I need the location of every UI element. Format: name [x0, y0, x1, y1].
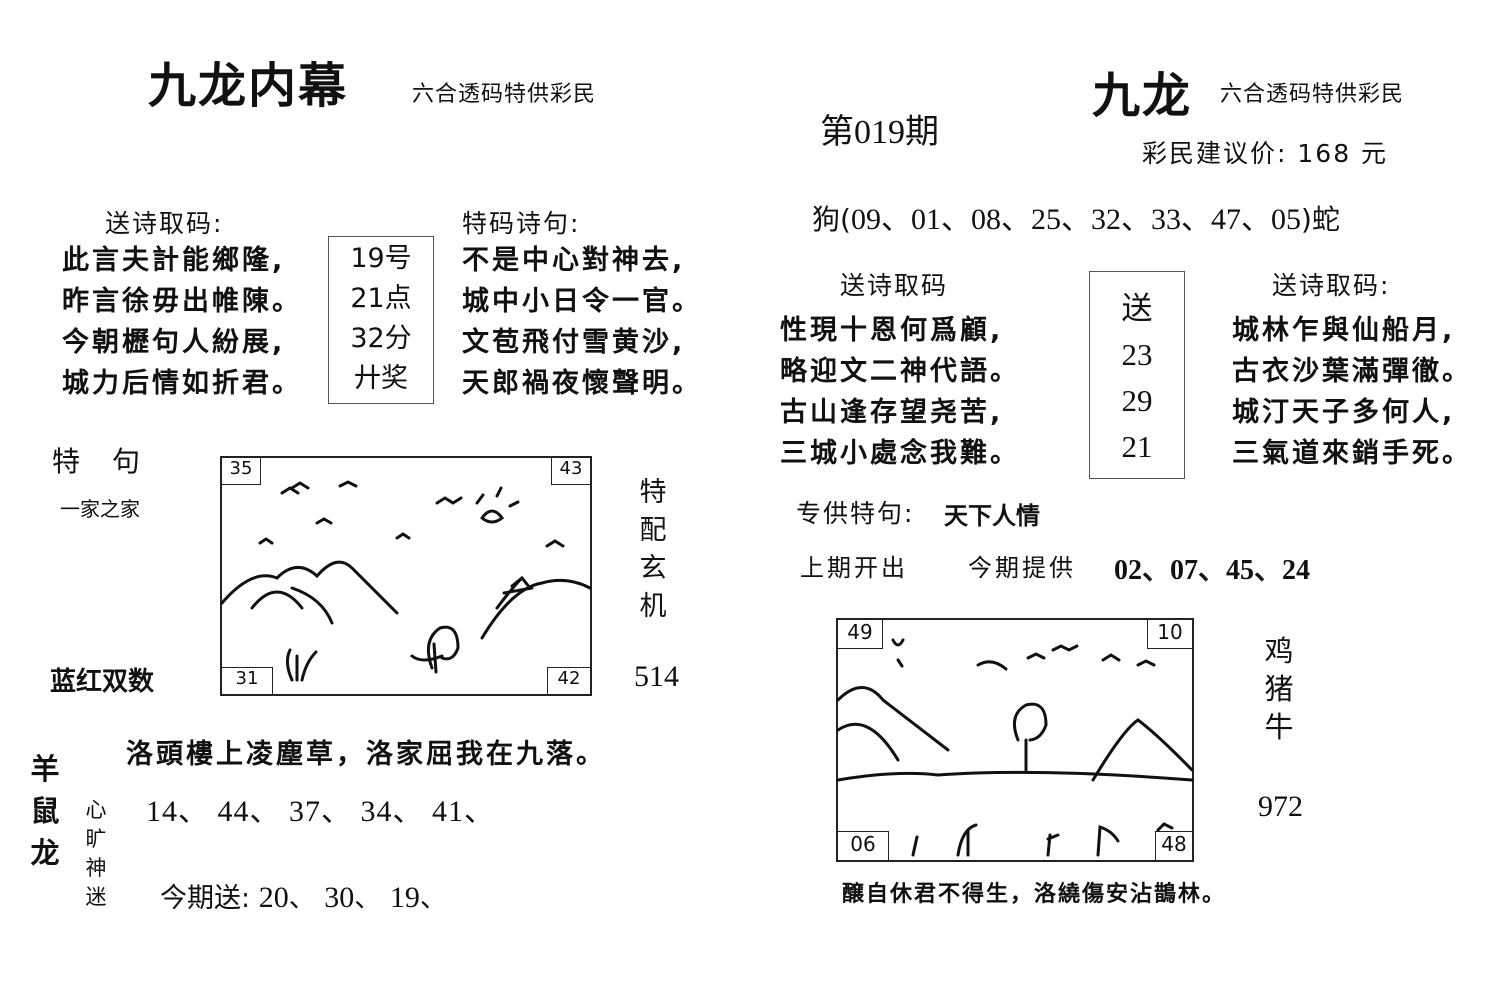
left-this-period: 今期送: 20、 30、 19、 — [160, 881, 447, 914]
left-poem: 此言夫計能鄉隆, 昨言徐毋出帷陳。 今朝櫪句人紛展, 城力后情如折君。 — [62, 240, 302, 404]
left-side-vertical: 特配玄机 — [639, 477, 667, 622]
right-poem-right-heading: 送诗取码: — [1272, 271, 1391, 300]
dog-snake-row: 狗(09、01、08、25、32、33、47、05)蛇 — [812, 203, 1340, 236]
poem-line: 古衣沙葉滿彈徹。 — [1232, 356, 1472, 387]
poem-line: 天郎禍夜懷聲明。 — [462, 368, 702, 399]
special-phrase-label: 专供特句: — [796, 499, 915, 528]
corner-number: 43 — [551, 458, 590, 485]
number: 25 — [1030, 203, 1061, 236]
box-line: 21 — [1121, 429, 1153, 464]
price-value: 168 元 — [1297, 139, 1389, 168]
number: 20 — [258, 881, 289, 914]
number: 09 — [850, 203, 881, 236]
zodiac-vertical: 羊鼠龙 — [30, 752, 60, 870]
number: 45 — [1226, 555, 1255, 586]
poem-line: 文苞飛付雪黄沙, — [462, 327, 686, 358]
right-picture: 49 10 06 48 — [836, 618, 1194, 862]
number: 41 — [432, 795, 464, 828]
right-subtitle: 六合透码特供彩民 — [1220, 82, 1405, 107]
left-landscape-illustration — [220, 480, 592, 682]
this-period-label: 今期提供 — [968, 554, 1076, 582]
poem-line: 古山逢存望尧苦, — [780, 397, 1004, 428]
number: 47 — [1210, 203, 1241, 236]
number: 30 — [324, 881, 355, 914]
poem-line: 三城小處念我難。 — [780, 438, 1020, 469]
corner-number: 48 — [1155, 831, 1192, 860]
number: 05 — [1270, 203, 1301, 236]
lanhong-label: 蓝红双数 — [50, 667, 155, 697]
poem-line: 城汀天子多何人, — [1232, 397, 1456, 428]
corner-number: 31 — [222, 667, 273, 694]
special-phrase-text: 天下人情 — [944, 502, 1040, 530]
right-poem-right: 城林乍與仙船月, 古衣沙葉滿彈徹。 城汀天子多何人, 三氣道來銷手死。 — [1232, 310, 1472, 474]
numbers-row: 14、 44、 37、 34、 41、 — [146, 795, 495, 828]
poem-line: 三氣道來銷手死。 — [1232, 438, 1472, 469]
corner-number: 49 — [838, 620, 883, 649]
number: 24 — [1282, 555, 1311, 586]
corner-number: 42 — [547, 667, 590, 694]
left-side-number: 514 — [634, 660, 679, 693]
left-subtitle: 六合透码特供彩民 — [412, 82, 597, 107]
number: 01 — [910, 203, 941, 236]
left-picture: 35 43 31 42 — [220, 456, 592, 696]
tejv-text: 一家之家 — [60, 497, 140, 521]
number: 07 — [1170, 555, 1199, 586]
poem-line: 今朝櫪句人紛展, — [62, 327, 286, 358]
issue-number: 第019期 — [820, 114, 939, 151]
box-line: 29 — [1121, 383, 1153, 418]
right-code-box: 送 23 29 21 — [1089, 271, 1185, 479]
number: 33 — [1150, 203, 1181, 236]
left-special-poem-heading: 特码诗句: — [462, 209, 581, 238]
left-code-box: 19号 21点 32分 廾奖 — [328, 236, 434, 404]
number: 44 — [217, 795, 250, 828]
xin-vertical: 心旷神迷 — [85, 798, 107, 909]
corner-number: 06 — [838, 831, 889, 860]
number: 14 — [146, 795, 178, 828]
corner-number: 10 — [1147, 620, 1192, 649]
poem-line: 城中小日令一官。 — [462, 286, 702, 317]
left-bottom-poem: 洛頭樓上凌塵草，洛家屈我在九落。 — [126, 739, 606, 770]
tejv-label: 特 句 — [52, 445, 143, 478]
number: 34 — [360, 795, 393, 828]
right-side-number: 972 — [1258, 790, 1303, 823]
left-poem-heading: 送诗取码: — [105, 209, 224, 238]
box-line: 19号 — [350, 243, 412, 274]
right-landscape-illustration — [836, 638, 1194, 857]
price-label: 彩民建议价: — [1142, 139, 1288, 168]
box-line: 23 — [1121, 337, 1153, 372]
number: 32 — [1090, 203, 1121, 236]
poem-line: 昨言徐毋出帷陳。 — [62, 286, 302, 317]
left-title: 九龙内幕 — [148, 58, 349, 114]
this-period-label: 今期送: — [160, 883, 251, 914]
box-line: 32分 — [350, 323, 412, 354]
box-line: 21点 — [350, 283, 412, 314]
this-period-numbers: 02、07、45、24 — [1114, 555, 1311, 586]
price: 彩民建议价: 168 元 — [1142, 134, 1388, 170]
box-line: 廾奖 — [354, 363, 408, 394]
dog-prefix: 狗( — [812, 203, 851, 236]
poem-line: 城力后情如折君。 — [62, 368, 302, 399]
number: 19 — [389, 881, 420, 914]
left-special-poem: 不是中心對神去, 城中小日令一官。 文苞飛付雪黄沙, 天郎禍夜懷聲明。 — [462, 240, 702, 404]
corner-number: 35 — [222, 458, 261, 485]
poem-line: 性現十恩何爲顧, — [780, 315, 1004, 346]
number: 02 — [1114, 555, 1142, 586]
poem-line: 不是中心對神去, — [462, 245, 686, 276]
right-bottom-poem: 醸自休君不得生，洛繞傷安沾鵲林。 — [842, 882, 1227, 907]
right-poem-left: 性現十恩何爲顧, 略迎文二神代語。 古山逢存望尧苦, 三城小處念我難。 — [780, 310, 1020, 474]
poem-line: 此言夫計能鄉隆, — [62, 245, 286, 276]
poem-line: 略迎文二神代語。 — [780, 356, 1020, 387]
right-poem-heading: 送诗取码 — [840, 271, 949, 300]
box-line: 送 — [1121, 291, 1153, 326]
number: 37 — [289, 795, 321, 828]
poem-line: 城林乍與仙船月, — [1232, 315, 1456, 346]
right-title: 九龙 — [1092, 68, 1193, 124]
right-side-vertical: 鸡猪牛 — [1264, 634, 1294, 744]
last-period-label: 上期开出 — [800, 554, 908, 582]
dog-suffix: )蛇 — [1300, 203, 1340, 236]
number: 08 — [970, 203, 1001, 236]
